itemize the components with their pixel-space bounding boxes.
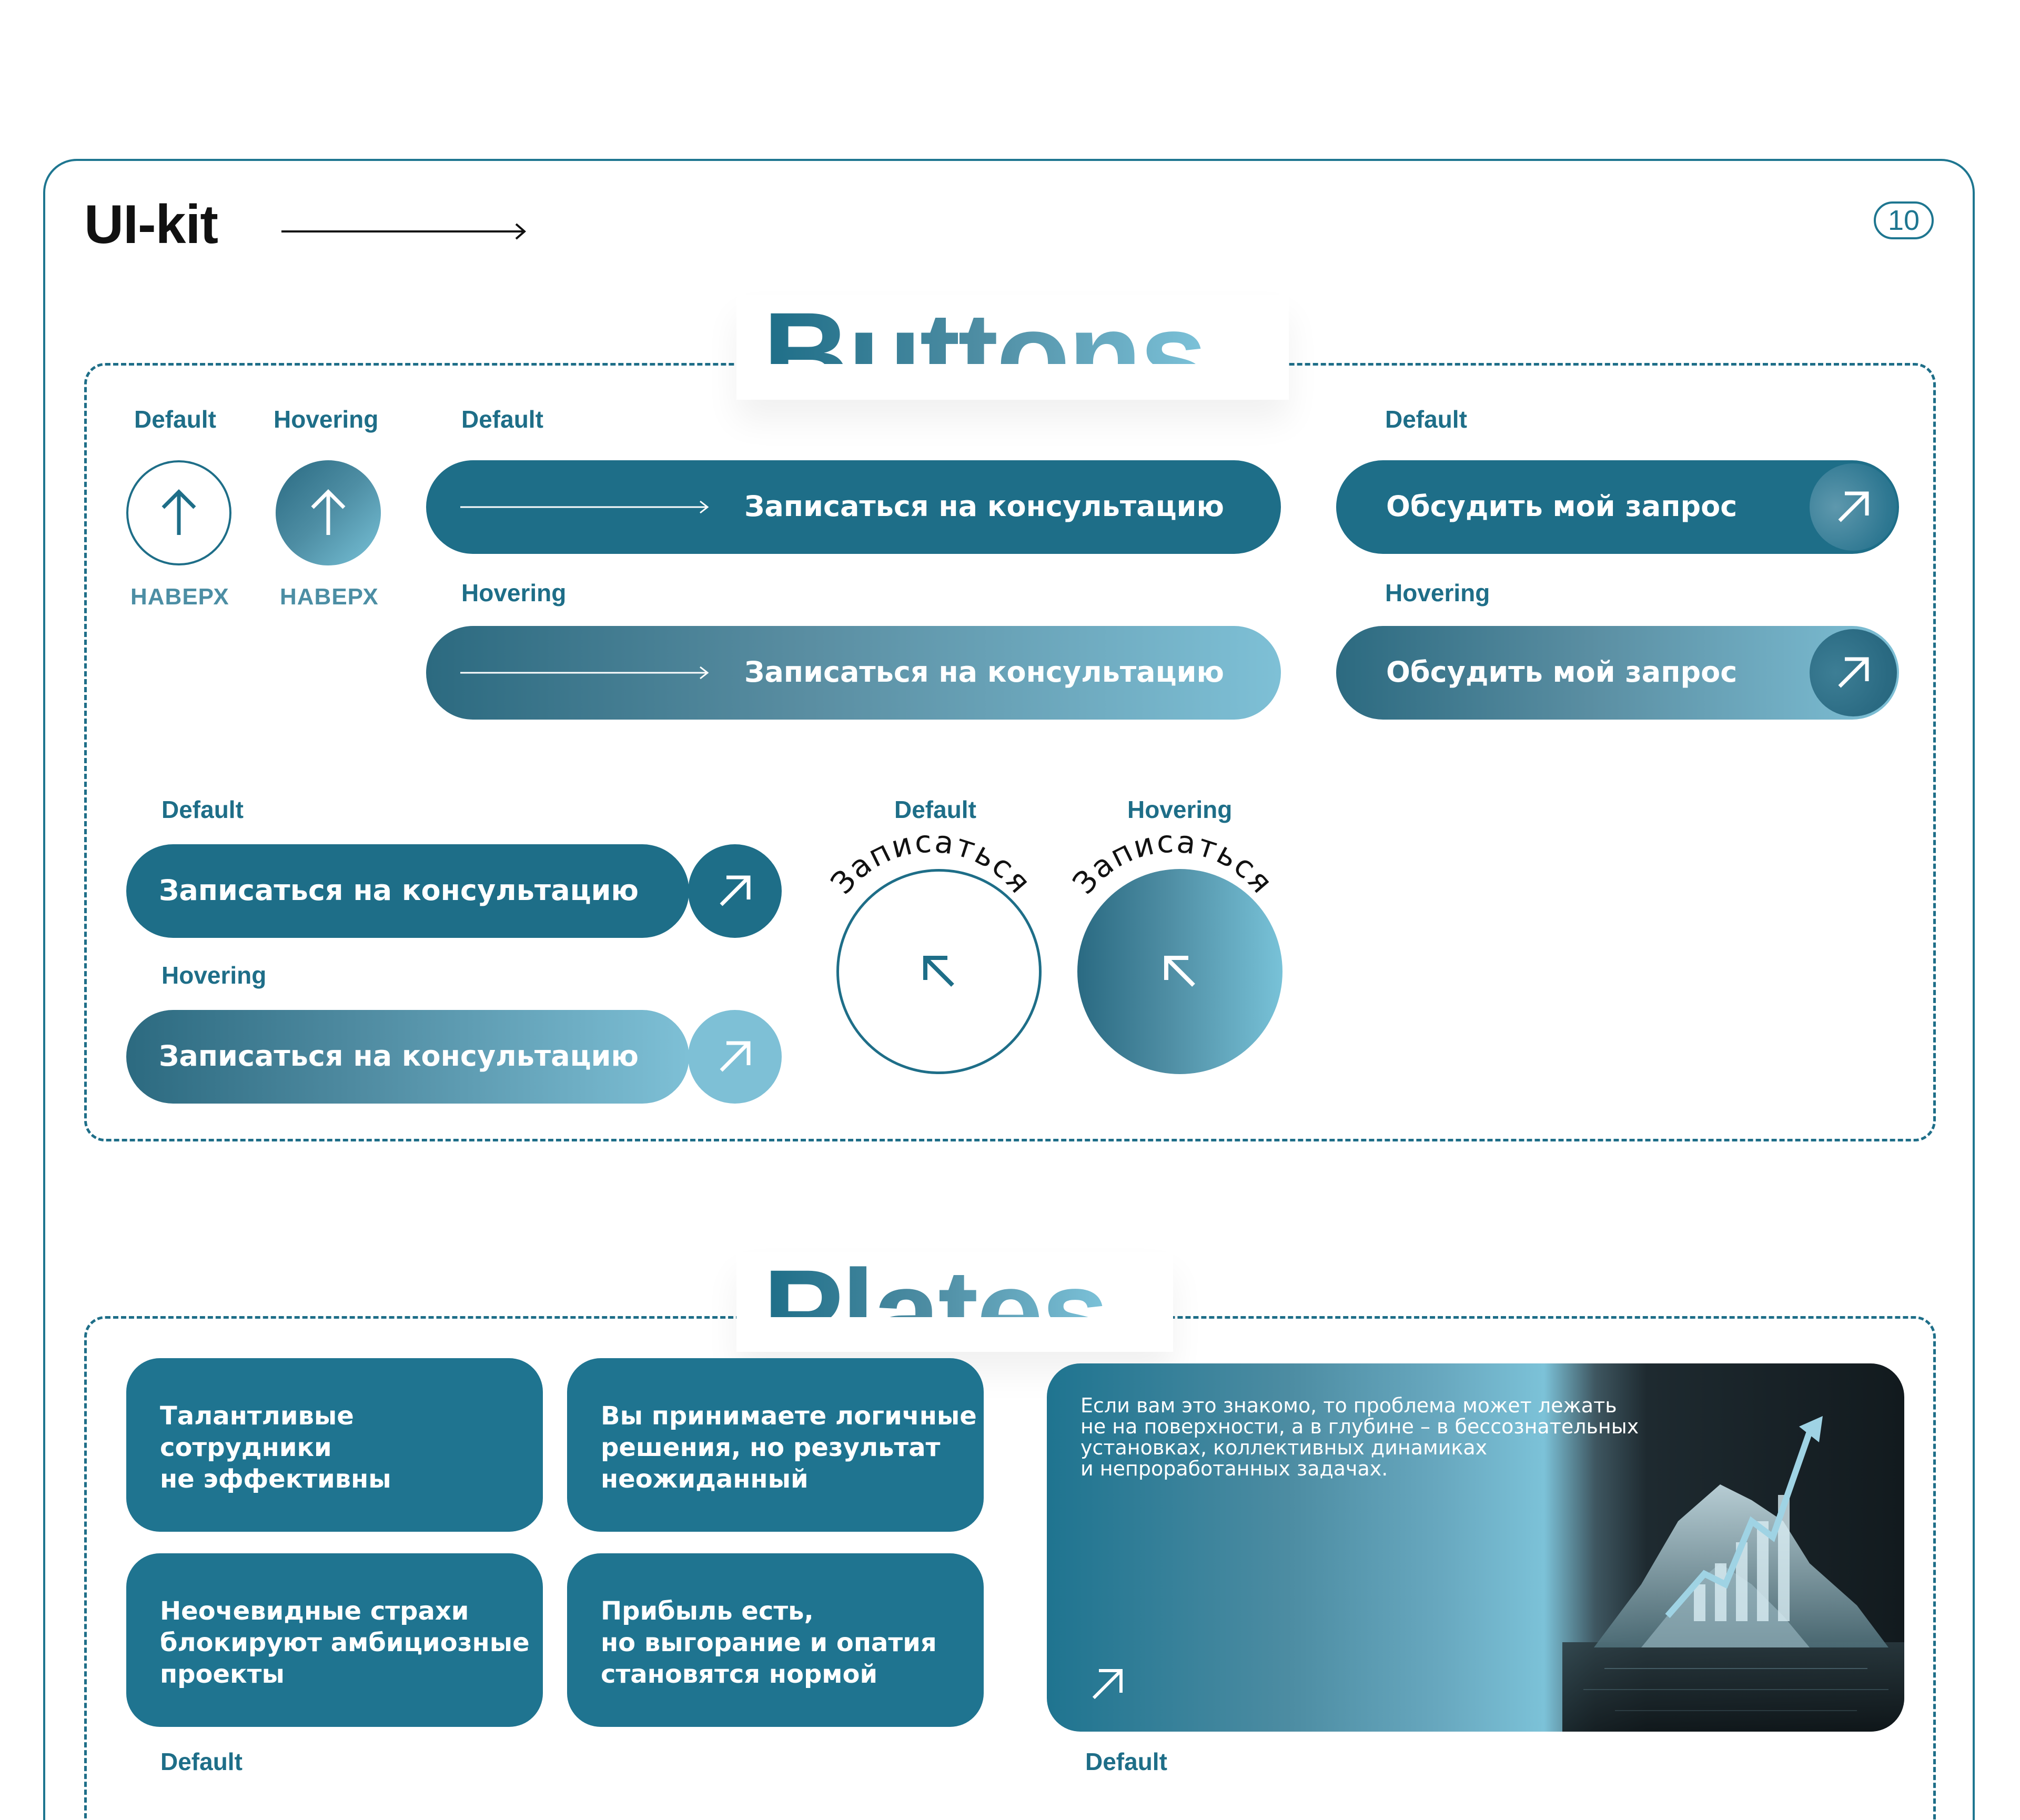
state-label-default: Default bbox=[161, 796, 244, 823]
round-signup-button-hover[interactable] bbox=[1077, 869, 1282, 1074]
plate-text-line: неожиданный bbox=[601, 1464, 809, 1494]
round-signup-button-default[interactable] bbox=[836, 869, 1042, 1074]
page-number-badge: 10 bbox=[1874, 201, 1934, 239]
consult-arrow-circle-hover[interactable] bbox=[688, 1010, 782, 1104]
long-arrow-icon bbox=[460, 500, 709, 514]
plate-text-line: установках, коллективных динамиках bbox=[1080, 1436, 1488, 1459]
discuss-request-button-hover[interactable]: Обсудить мой запрос bbox=[1336, 626, 1899, 720]
problem-plate[interactable]: Прибыль есть, но выгорание и опатия стан… bbox=[567, 1553, 984, 1727]
discuss-button-label: Обсудить мой запрос bbox=[1386, 490, 1738, 523]
arrow-up-icon bbox=[161, 489, 196, 535]
state-label-default: Default bbox=[160, 1748, 243, 1775]
state-label-hovering: Hovering bbox=[1385, 579, 1490, 606]
plate-text-line: не на поверхности, а в глубине – в бессо… bbox=[1080, 1415, 1639, 1438]
plate-text-line: и непроработанных задачах. bbox=[1080, 1457, 1388, 1480]
state-label-hovering: Hovering bbox=[161, 962, 267, 989]
iceberg-chart-image bbox=[1562, 1416, 1904, 1732]
section-heading-plates: Plates bbox=[763, 1252, 1107, 1317]
state-label-hovering: Hovering bbox=[1127, 796, 1233, 823]
plate-text-line: Талантливые bbox=[160, 1401, 354, 1431]
iceberg-plate[interactable]: Если вам это знакомо, то проблема может … bbox=[1047, 1363, 1904, 1732]
consult-button-hover[interactable]: Записаться на консультацию bbox=[426, 626, 1281, 720]
plate-text-line: сотрудники bbox=[160, 1433, 332, 1462]
plate-text-line: Вы принимаете логичные bbox=[601, 1401, 977, 1431]
arrow-up-icon bbox=[311, 489, 346, 535]
consult-button-label: Записаться на консультацию bbox=[159, 874, 639, 907]
long-arrow-icon bbox=[460, 666, 709, 680]
heading-backdrop bbox=[736, 295, 1289, 400]
discuss-button-label: Обсудить мой запрос bbox=[1386, 655, 1738, 689]
arrow-up-right-icon bbox=[720, 875, 751, 906]
scroll-top-button-hover[interactable] bbox=[276, 460, 381, 565]
discuss-arrow-circle bbox=[1810, 463, 1897, 551]
problem-plate[interactable]: Талантливые сотрудники не эффективны bbox=[126, 1358, 543, 1532]
state-label-default: Default bbox=[894, 796, 976, 823]
plate-text-line: становятся нормой bbox=[601, 1660, 878, 1689]
consult-button-label: Записаться на консультацию bbox=[159, 1039, 639, 1073]
heading-backdrop bbox=[736, 1252, 1173, 1352]
page-title: UI-kit bbox=[84, 194, 218, 255]
consult-arrow-button-hover[interactable]: Записаться на консультацию bbox=[126, 1010, 689, 1104]
plate-text-line: Прибыль есть, bbox=[601, 1596, 814, 1626]
page-frame bbox=[43, 159, 1975, 1820]
iceberg-plate-text: Если вам это знакомо, то проблема может … bbox=[1080, 1395, 1639, 1479]
section-heading-buttons: Buttons bbox=[763, 295, 1205, 364]
arrow-up-left-icon bbox=[923, 956, 954, 987]
consult-button-default[interactable]: Записаться на консультацию bbox=[426, 460, 1281, 554]
state-label-default: Default bbox=[1385, 406, 1467, 433]
state-label-hovering: Hovering bbox=[274, 406, 379, 433]
arrow-up-right-icon bbox=[720, 1041, 751, 1072]
plate-text-line: решения, но результат bbox=[601, 1433, 941, 1462]
scroll-top-caption: НАВЕРХ bbox=[130, 584, 229, 610]
consult-button-label: Записаться на консультацию bbox=[744, 490, 1224, 523]
state-label-hovering: Hovering bbox=[461, 579, 567, 606]
plate-text-line: проекты bbox=[160, 1660, 285, 1689]
plate-text-line: Неочевидные страхи bbox=[160, 1596, 469, 1626]
scroll-top-caption: НАВЕРХ bbox=[280, 584, 379, 610]
consult-arrow-button-default[interactable]: Записаться на консультацию bbox=[126, 844, 689, 938]
problem-plate[interactable]: Неочевидные страхи блокируют амбициозные… bbox=[126, 1553, 543, 1727]
long-arrow-icon bbox=[281, 223, 527, 240]
state-label-default: Default bbox=[461, 406, 543, 433]
scroll-top-button-default[interactable] bbox=[126, 460, 231, 565]
consult-arrow-circle-default[interactable] bbox=[688, 844, 782, 938]
discuss-arrow-circle bbox=[1810, 629, 1897, 716]
consult-button-label: Записаться на консультацию bbox=[744, 655, 1224, 689]
problem-plate[interactable]: Вы принимаете логичные решения, но резул… bbox=[567, 1358, 984, 1532]
plate-text-line: Если вам это знакомо, то проблема может … bbox=[1080, 1394, 1617, 1417]
arrow-up-left-icon bbox=[1164, 956, 1195, 987]
plate-text-line: не эффективны bbox=[160, 1464, 391, 1494]
arrow-up-right-icon bbox=[1092, 1669, 1123, 1700]
arrow-up-right-icon bbox=[1838, 657, 1869, 688]
plate-text-line: но выгорание и опатия bbox=[601, 1628, 937, 1657]
state-label-default: Default bbox=[1085, 1748, 1167, 1775]
plate-text-line: блокируют амбициозные bbox=[160, 1628, 530, 1657]
discuss-request-button-default[interactable]: Обсудить мой запрос bbox=[1336, 460, 1899, 554]
state-label-default: Default bbox=[134, 406, 216, 433]
arrow-up-right-icon bbox=[1838, 491, 1869, 522]
